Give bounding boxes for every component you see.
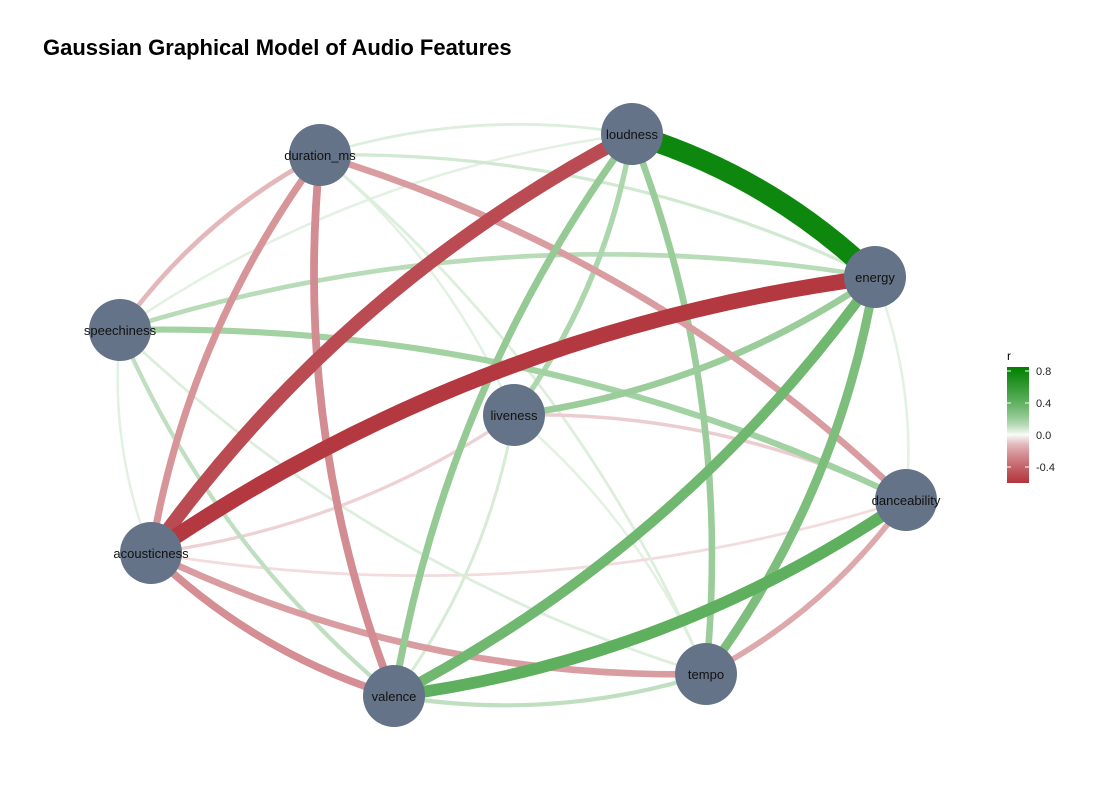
edge-acousticness-valence <box>148 550 396 700</box>
legend-tick-label: -0.4 <box>1036 462 1055 474</box>
node-label: tempo <box>688 667 724 682</box>
edge-duration_ms-acousticness <box>147 152 323 554</box>
node-energy: energy <box>844 246 906 308</box>
node-label: danceability <box>872 493 941 508</box>
node-circle <box>483 384 545 446</box>
edge-danceability-acousticness <box>150 498 907 578</box>
legend-title: r <box>1007 349 1011 363</box>
node-label: speechiness <box>84 323 157 338</box>
legend-tick-label: 0.0 <box>1036 430 1051 442</box>
legend: r 0.8 0.4 0.0 -0.4 <box>1007 349 1055 483</box>
node-label: acousticness <box>113 546 189 561</box>
node-acousticness: acousticness <box>113 522 189 584</box>
edge-loudness-acousticness <box>145 127 636 558</box>
edge-energy-valence <box>391 274 880 701</box>
node-label: valence <box>372 689 417 704</box>
edge-danceability-tempo <box>704 498 909 677</box>
edge-loudness-tempo <box>628 132 716 675</box>
legend-colorbar <box>1007 367 1029 483</box>
edge-loudness-energy <box>629 124 883 285</box>
node-valence: valence <box>363 665 425 727</box>
edge-energy-tempo <box>702 276 880 677</box>
edge-loudness-duration_ms <box>319 122 633 157</box>
node-label: energy <box>855 270 895 285</box>
edge-duration_ms-tempo <box>319 153 708 675</box>
node-circle <box>363 665 425 727</box>
edge-loudness-speechiness <box>119 132 633 332</box>
edges-layer <box>116 122 910 708</box>
node-tempo: tempo <box>675 643 737 705</box>
edge-liveness-valence <box>392 414 516 697</box>
edge-energy-acousticness <box>146 269 877 560</box>
node-label: loudness <box>606 127 659 142</box>
node-circle <box>120 522 182 584</box>
node-duration_ms: duration_ms <box>284 124 356 186</box>
node-label: liveness <box>491 408 538 423</box>
edge-energy-duration_ms <box>319 153 876 279</box>
node-label: duration_ms <box>284 148 356 163</box>
edge-energy-danceability <box>873 276 910 501</box>
node-circle <box>844 246 906 308</box>
node-circle <box>601 103 663 165</box>
node-loudness: loudness <box>601 103 663 165</box>
node-danceability: danceability <box>872 469 941 531</box>
edge-valence-tempo <box>393 671 707 708</box>
edge-duration_ms-speechiness <box>118 152 322 332</box>
edge-duration_ms-valence <box>310 154 398 698</box>
edge-loudness-liveness <box>511 133 635 417</box>
edge-loudness-valence <box>390 131 635 697</box>
node-speechiness: speechiness <box>84 299 157 361</box>
node-liveness: liveness <box>483 384 545 446</box>
edge-liveness-tempo <box>513 414 708 675</box>
node-circle <box>89 299 151 361</box>
edge-acousticness-tempo <box>149 550 707 678</box>
node-circle <box>875 469 937 531</box>
edge-danceability-valence <box>393 495 910 702</box>
legend-tick-label: 0.4 <box>1036 398 1051 410</box>
chart-title: Gaussian Graphical Model of Audio Featur… <box>43 35 512 60</box>
edge-energy-liveness <box>513 274 877 419</box>
node-circle <box>289 124 351 186</box>
legend-tick-label: 0.8 <box>1036 366 1051 378</box>
edge-energy-speechiness <box>119 251 876 333</box>
legend-ticks: 0.8 0.4 0.0 -0.4 <box>1007 366 1055 474</box>
node-circle <box>675 643 737 705</box>
edge-speechiness-valence <box>118 329 396 698</box>
